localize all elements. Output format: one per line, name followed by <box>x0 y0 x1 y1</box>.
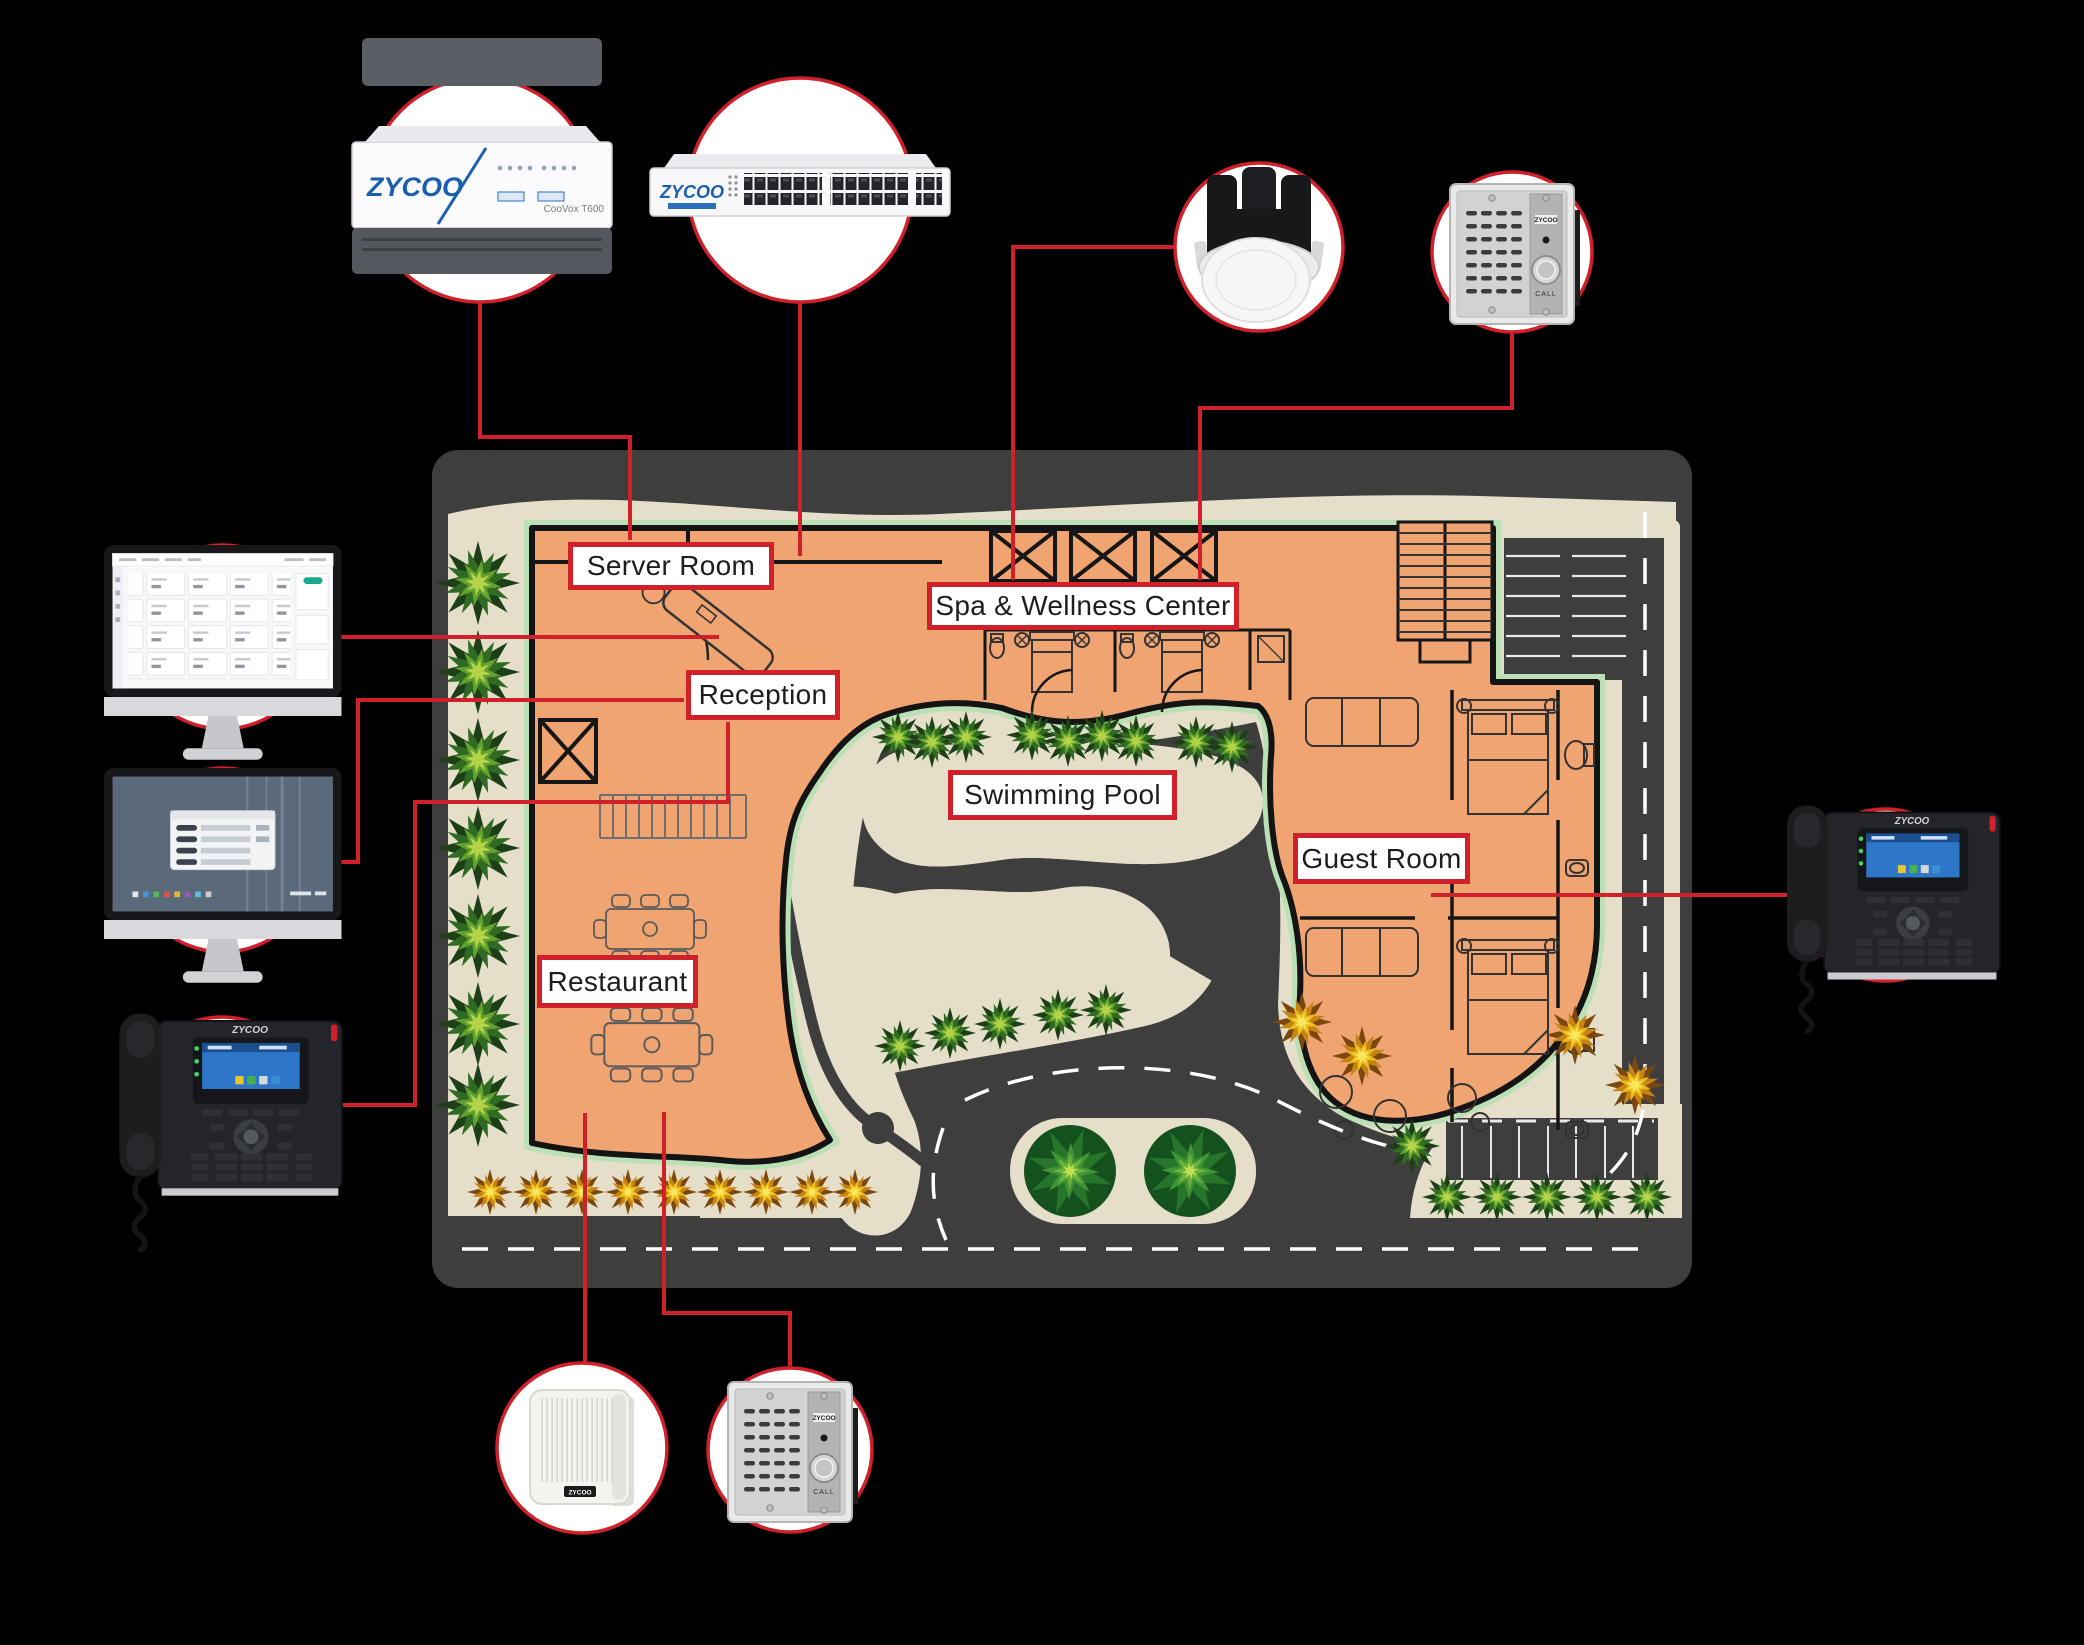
intercom-entrance-call-label: CALL <box>813 1489 835 1496</box>
ceiling-speaker-icon <box>1194 167 1324 323</box>
device-operator-desktop-monitor <box>104 766 342 983</box>
map-label-guest-room: Guest Room <box>1293 833 1470 884</box>
door-intercom-top-icon: ZYCOO CALL <box>1449 183 1580 325</box>
device-door-intercom-entrance: ZYCOO CALL <box>706 1366 874 1534</box>
door-intercom-entrance-icon: ZYCOO CALL <box>727 1381 858 1523</box>
map-label-spa: Spa & Wellness Center <box>927 582 1239 630</box>
network-switch-icon: ZYCOO <box>649 154 951 217</box>
device-ip-pbx: ZYCOO CooVox T600 <box>351 38 613 304</box>
wall-speaker-icon: ZYCOO <box>529 1389 634 1506</box>
ip-phone-reception-icon: ZYCOO <box>119 1013 343 1253</box>
device-ceiling-speaker <box>1173 161 1345 333</box>
connector-ceiling-speaker-spa <box>1011 245 1177 580</box>
pbx-model: CooVox T600 <box>544 204 605 215</box>
intercom-top-call-button <box>1536 260 1556 280</box>
intercom-entrance-call-button <box>814 1458 834 1478</box>
roundabout-island <box>1010 1116 1256 1227</box>
intercom-entrance-logo: ZYCOO <box>812 1415 835 1422</box>
pbx-logo: ZYCOO <box>366 172 463 202</box>
ip-phone-guest-room-icon: ZYCOO <box>1787 805 2001 1035</box>
device-wall-speaker: ZYCOO <box>495 1361 669 1535</box>
map-label-restaurant: Restaurant <box>537 955 698 1008</box>
admin-dashboard-monitor-icon <box>104 545 342 760</box>
connector-phone-reception <box>308 722 730 1107</box>
map-label-swimming-pool: Swimming Pool <box>948 770 1177 820</box>
map-label-reception: Reception <box>686 670 840 720</box>
switch-logo: ZYCOO <box>659 182 724 202</box>
intercom-top-call-label: CALL <box>1535 291 1557 298</box>
parking-top-right <box>1504 538 1628 680</box>
device-admin-dashboard-monitor <box>104 543 342 760</box>
floor-plan-details <box>532 520 1595 1140</box>
ip-phone-reception-logo: ZYCOO <box>231 1025 268 1036</box>
connector-pbx-server-room <box>478 300 632 540</box>
device-network-switch: ZYCOO <box>649 76 951 304</box>
ip-phone-guest-room-logo: ZYCOO <box>1894 816 1930 827</box>
parking-bottom-right <box>1410 1104 1682 1218</box>
site-right-strip <box>1664 520 1680 1210</box>
ip-pbx-icon: ZYCOO CooVox T600 <box>351 38 613 274</box>
operator-desktop-monitor-icon <box>104 768 342 983</box>
device-ip-phone-reception: ZYCOO <box>119 1013 343 1253</box>
device-ip-phone-guest-room: ZYCOO <box>1787 805 2001 1035</box>
intercom-top-logo: ZYCOO <box>1534 217 1557 224</box>
map-label-server-room: Server Room <box>568 542 774 590</box>
device-door-intercom-top: ZYCOO CALL <box>1430 170 1594 334</box>
connectors <box>308 245 1801 1366</box>
wall-speaker-logo: ZYCOO <box>568 1490 591 1497</box>
connector-intercom-entrance <box>662 1112 792 1366</box>
connector-intercom-spa <box>1198 330 1514 580</box>
